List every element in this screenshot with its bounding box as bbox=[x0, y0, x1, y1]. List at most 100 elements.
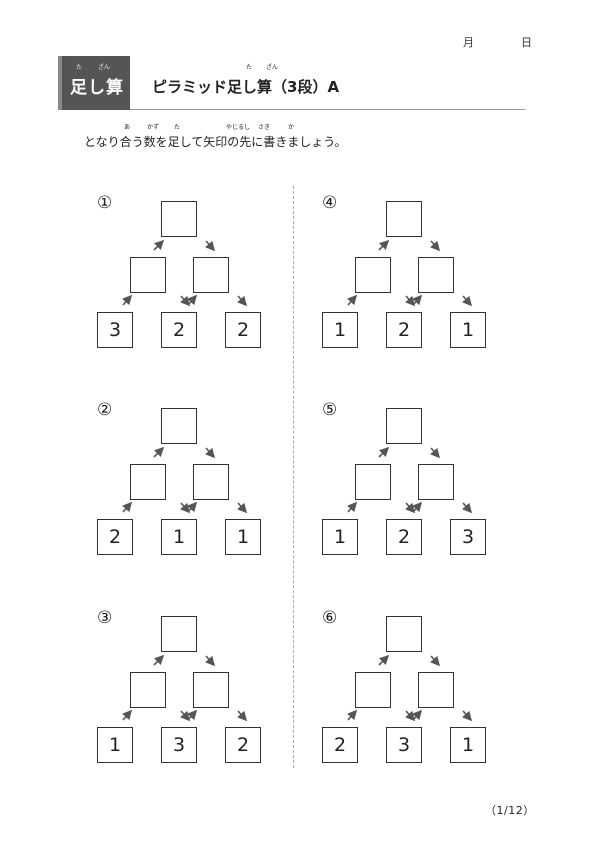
arrow-icon bbox=[187, 709, 198, 721]
middle-left-box[interactable] bbox=[130, 257, 166, 293]
arrow-icon bbox=[237, 295, 248, 307]
problem-number: ④ bbox=[322, 193, 338, 213]
arrow-icon bbox=[412, 294, 423, 306]
top-box[interactable] bbox=[386, 616, 422, 652]
arrow-icon bbox=[378, 654, 390, 666]
middle-left-box[interactable] bbox=[130, 464, 166, 500]
arrow-icon bbox=[412, 709, 423, 721]
top-box[interactable] bbox=[161, 201, 197, 237]
bottom-box: 3 bbox=[450, 519, 486, 555]
top-box[interactable] bbox=[386, 408, 422, 444]
bottom-box: 2 bbox=[386, 312, 422, 348]
top-box[interactable] bbox=[386, 201, 422, 237]
bottom-box: 1 bbox=[161, 519, 197, 555]
arrow-icon bbox=[462, 502, 473, 514]
arrow-icon bbox=[180, 710, 191, 722]
arrow-icon bbox=[122, 501, 133, 513]
arrow-icon bbox=[237, 502, 248, 514]
day-label: 日 bbox=[521, 36, 532, 49]
arrow-icon bbox=[347, 709, 358, 721]
arrow-icon bbox=[430, 655, 441, 667]
arrow-icon bbox=[153, 446, 165, 458]
bottom-box: 3 bbox=[386, 727, 422, 763]
arrow-group bbox=[347, 239, 473, 307]
arrow-icon bbox=[153, 654, 165, 666]
arrow-icon bbox=[237, 710, 248, 722]
bottom-box: 2 bbox=[97, 519, 133, 555]
arrow-icon bbox=[462, 295, 473, 307]
bottom-box: 1 bbox=[450, 727, 486, 763]
bottom-box: 3 bbox=[161, 727, 197, 763]
problem-number: ⑤ bbox=[322, 400, 338, 420]
arrow-icon bbox=[462, 710, 473, 722]
problem-number: ① bbox=[97, 193, 113, 213]
middle-left-box[interactable] bbox=[355, 672, 391, 708]
arrow-icon bbox=[378, 239, 390, 251]
arrow-icon bbox=[347, 294, 358, 306]
middle-right-box[interactable] bbox=[193, 672, 229, 708]
instruction-ruby-ka: か bbox=[288, 124, 295, 131]
middle-left-box[interactable] bbox=[355, 257, 391, 293]
arrow-group bbox=[347, 654, 473, 722]
bottom-box: 3 bbox=[97, 312, 133, 348]
arrow-icon bbox=[430, 447, 441, 459]
instruction-ruby-saki: さき bbox=[258, 124, 271, 131]
bottom-box: 1 bbox=[450, 312, 486, 348]
middle-right-box[interactable] bbox=[418, 672, 454, 708]
arrow-icon bbox=[205, 655, 216, 667]
arrow-group bbox=[122, 446, 248, 514]
arrow-icon bbox=[180, 502, 191, 514]
middle-right-box[interactable] bbox=[193, 257, 229, 293]
instruction-ruby-yajirushi: やじるし bbox=[226, 124, 251, 131]
arrow-icon bbox=[205, 240, 216, 252]
subject-badge: た ざん 足し算 bbox=[58, 56, 130, 110]
arrow-icon bbox=[405, 295, 416, 307]
middle-left-box[interactable] bbox=[355, 464, 391, 500]
bottom-box: 2 bbox=[386, 519, 422, 555]
arrow-icon bbox=[122, 294, 133, 306]
badge-ruby-ta: た bbox=[76, 64, 83, 71]
bottom-box: 1 bbox=[322, 519, 358, 555]
month-label: 月 bbox=[463, 36, 474, 49]
arrow-icon bbox=[187, 294, 198, 306]
top-box[interactable] bbox=[161, 408, 197, 444]
middle-right-box[interactable] bbox=[418, 257, 454, 293]
problem-number: ③ bbox=[97, 608, 113, 628]
middle-right-box[interactable] bbox=[418, 464, 454, 500]
arrow-icon bbox=[153, 239, 165, 251]
page-number: （1/12） bbox=[485, 804, 535, 817]
bottom-box: 1 bbox=[97, 727, 133, 763]
top-box[interactable] bbox=[161, 616, 197, 652]
instruction-ruby-a: あ bbox=[124, 124, 131, 131]
instruction-ruby-kazu: かず bbox=[147, 124, 160, 131]
arrow-icon bbox=[205, 447, 216, 459]
badge-ruby-zan: ざん bbox=[98, 64, 111, 71]
title-text: ピラミッド足し算（3段）A bbox=[152, 78, 340, 96]
arrow-group bbox=[122, 239, 248, 307]
bottom-box: 2 bbox=[225, 312, 261, 348]
arrow-icon bbox=[378, 446, 390, 458]
arrow-icon bbox=[405, 710, 416, 722]
bottom-box: 1 bbox=[322, 312, 358, 348]
instruction-ruby-ta: た bbox=[174, 124, 181, 131]
title-ruby-zan: ざん bbox=[266, 64, 279, 71]
arrow-icon bbox=[180, 295, 191, 307]
arrow-group bbox=[347, 446, 473, 514]
middle-right-box[interactable] bbox=[193, 464, 229, 500]
middle-left-box[interactable] bbox=[130, 672, 166, 708]
arrow-icon bbox=[347, 501, 358, 513]
badge-text: 足し算 bbox=[70, 78, 124, 98]
arrow-icon bbox=[430, 240, 441, 252]
title-ruby-ta: た bbox=[246, 64, 253, 71]
bottom-box: 2 bbox=[225, 727, 261, 763]
arrow-icon bbox=[405, 502, 416, 514]
column-divider bbox=[293, 186, 294, 768]
header-rule bbox=[130, 109, 525, 110]
bottom-box: 2 bbox=[322, 727, 358, 763]
